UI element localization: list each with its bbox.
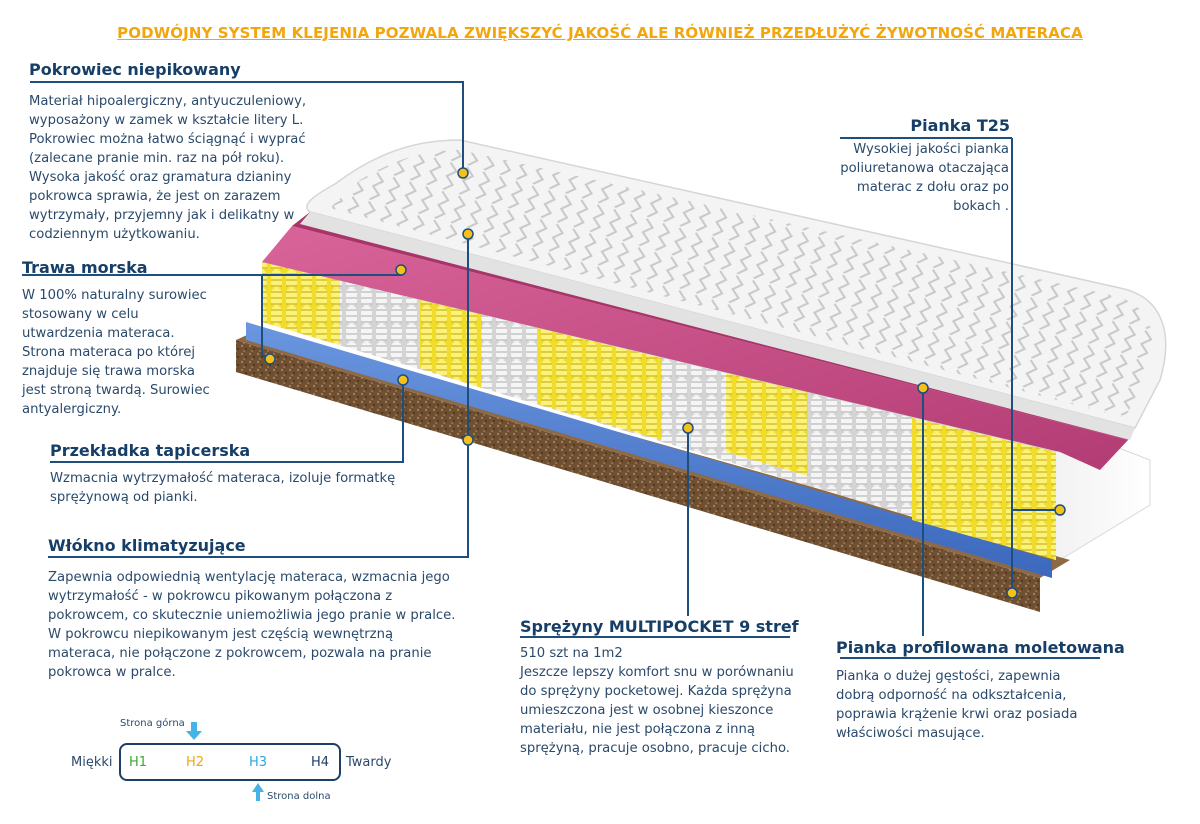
- spring-zone-7: [726, 373, 808, 476]
- hardness-scale: [119, 743, 341, 781]
- leader-pokrowiec: [30, 81, 464, 173]
- headline: PODWÓJNY SYSTEM KLEJENIA POZWALA ZWIĘKSZ…: [117, 24, 1083, 42]
- legend-right-word: Twardy: [346, 755, 392, 770]
- hardness-level-h2: H2: [186, 755, 205, 770]
- legend-top-label: Strona górna: [120, 718, 185, 729]
- cover-quilting: [330, 150, 1153, 418]
- pianka-t25-description: Wysokiej jakości pianka poliuretanowa ot…: [840, 142, 1009, 214]
- cover-side: [300, 212, 1135, 440]
- spring-zone-9: [912, 418, 1056, 560]
- pianka-prof-description: Pianka o dużej gęstości, zapewnia dobrą …: [836, 669, 1078, 741]
- spring-zone-5: [538, 328, 662, 440]
- legend-arrows: [186, 722, 264, 801]
- sprezyny-title: Sprężyny MULTIPOCKET 9 stref: [520, 617, 799, 636]
- pokrowiec-title: Pokrowiec niepikowany: [29, 60, 241, 79]
- marker-dot-springs: [682, 422, 694, 434]
- pianka-prof-title: Pianka profilowana moletowana: [836, 638, 1125, 657]
- hardness-level-h3: H3: [249, 755, 268, 770]
- arrow-down-icon: [186, 722, 202, 740]
- przekladka-title: Przekładka tapicerska: [50, 441, 251, 460]
- leader-wlokno: [48, 234, 469, 558]
- pokrowiec-description: Materiał hipoalergiczny, antyuczuleniowy…: [29, 94, 307, 242]
- legend-left-word: Miękki: [71, 755, 113, 770]
- marker-dot-spring-top: [462, 434, 474, 446]
- arrow-up-icon: [252, 783, 264, 801]
- marker-dot-fiber: [462, 228, 474, 240]
- blue-layer: [246, 322, 1052, 578]
- marker-dot-t25-bottom: [1006, 587, 1018, 599]
- wlokno-description: Zapewnia odpowiednią wentylację materaca…: [48, 570, 456, 680]
- spring-zone-3: [420, 300, 482, 388]
- trawa-description: W 100% naturalny surowiec stosowany w ce…: [22, 288, 210, 417]
- marker-dot-t25: [1054, 504, 1066, 516]
- sprezyny-description: 510 szt na 1m2 Jeszcze lepszy komfort sn…: [520, 646, 794, 756]
- marker-dot-interlayer: [397, 374, 409, 386]
- marker-dot-seagrass-side: [264, 353, 276, 365]
- wlokno-title: Włókno klimatyzujące: [48, 536, 246, 555]
- marker-dots: [264, 167, 1066, 599]
- trawa-title: Trawa morska: [22, 258, 148, 277]
- spring-zone-1: [262, 262, 340, 345]
- marker-dot-profiled: [917, 382, 929, 394]
- marker-dot-seagrass: [395, 264, 407, 276]
- hardness-level-h4: H4: [311, 755, 330, 770]
- leader-lines: [22, 81, 1100, 659]
- leader-przekladka: [50, 380, 404, 463]
- profiled-foam: [262, 226, 1128, 470]
- legend-bottom-label: Strona dolna: [267, 791, 331, 802]
- przekladka-description: Wzmacnia wytrzymałość materaca, izoluje …: [50, 471, 396, 505]
- pianka-t25-title: Pianka T25: [910, 116, 1010, 135]
- coir-layer: [236, 340, 1040, 612]
- marker-dot-cover: [457, 167, 469, 179]
- hardness-level-h1: H1: [129, 755, 148, 770]
